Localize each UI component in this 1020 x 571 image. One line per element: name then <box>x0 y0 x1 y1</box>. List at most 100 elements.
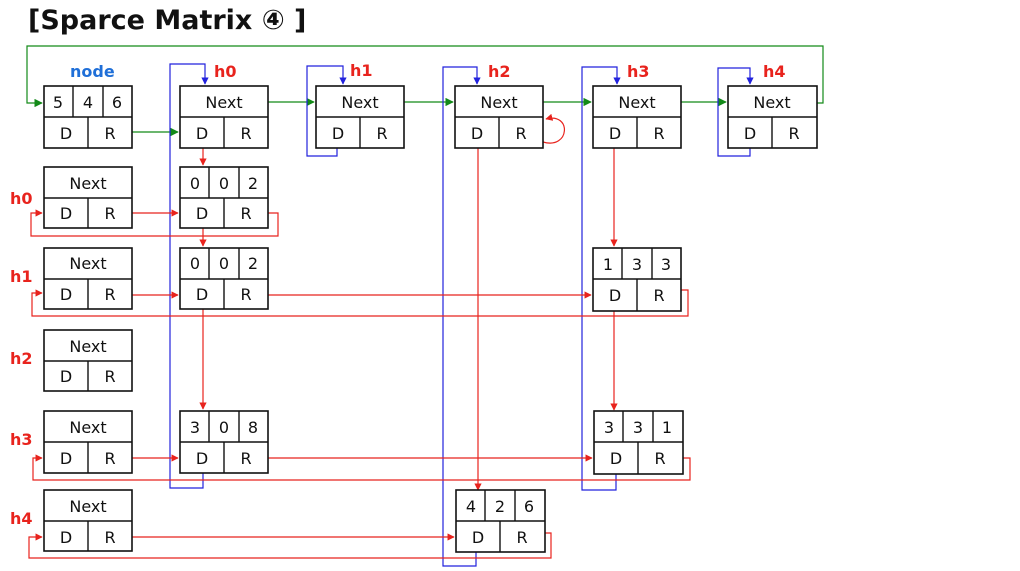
entry-value: 8 <box>248 418 258 437</box>
entry-value: 2 <box>248 174 258 193</box>
entry-row: 3 <box>604 418 614 437</box>
next-field-label: Next <box>480 93 517 112</box>
header-node-h2: Next D R <box>454 85 544 149</box>
col-label-h3: h3 <box>627 62 650 81</box>
next-field-label: Next <box>205 93 242 112</box>
next-field-label: Next <box>69 418 106 437</box>
head-loop-arrow <box>26 45 824 108</box>
right-field-label: R <box>376 124 387 143</box>
col-label-h2: h2 <box>488 62 511 81</box>
header-node-h4: Next D R <box>727 85 818 149</box>
entry-col: 3 <box>633 418 643 437</box>
header-node-h1: Next D R <box>315 85 405 149</box>
col-label-h0: h0 <box>214 62 237 81</box>
h1-column-loop <box>306 65 347 157</box>
down-field-label: D <box>472 528 484 547</box>
right-field-label: R <box>788 124 799 143</box>
row-h3-loop <box>32 454 691 481</box>
column-header-nodes: Next D R Next D R Next D R Next D R <box>179 85 818 149</box>
header-node-h3: Next D R <box>592 85 682 149</box>
entry-node-e1: 0 0 2 D R <box>179 247 269 310</box>
right-field-label: R <box>104 367 115 386</box>
row-h1-loop <box>31 289 689 317</box>
down-field-label: D <box>332 124 344 143</box>
entry-col: 0 <box>219 254 229 273</box>
entry-nodes: 0 0 2 D R 0 0 2 D R 1 3 3 D R 3 <box>179 166 684 553</box>
entry-col: 3 <box>632 255 642 274</box>
next-field-label: Next <box>753 93 790 112</box>
right-field-label: R <box>240 449 251 468</box>
row-h4-loop <box>28 532 552 559</box>
row-label-h0: h0 <box>10 189 33 208</box>
row-node-h2: Next D R <box>43 329 133 392</box>
down-field-label: D <box>60 367 72 386</box>
right-field-label: R <box>516 528 527 547</box>
col-label-h4: h4 <box>763 62 786 81</box>
header-node-h0: Next D R <box>179 85 269 149</box>
next-field-label: Next <box>69 174 106 193</box>
down-field-label: D <box>471 124 483 143</box>
right-field-label: R <box>653 286 664 305</box>
next-field-label: Next <box>341 93 378 112</box>
labels: node h0 h1 h2 h3 h4 h0 h1 h2 h3 h4 <box>10 61 786 528</box>
entry-col: 2 <box>495 497 505 516</box>
entry-links <box>28 113 691 559</box>
entry-node-e5: 4 2 6 D R <box>455 489 546 553</box>
next-field-label: Next <box>69 497 106 516</box>
header-list-links <box>26 45 824 137</box>
entry-node-e0: 0 0 2 D R <box>179 166 269 229</box>
down-field-label: D <box>196 449 208 468</box>
h3-column-loop <box>581 66 621 491</box>
down-field-label: D <box>196 204 208 223</box>
h0-column-loop <box>169 63 209 489</box>
matrix-rows: 5 <box>53 93 63 112</box>
down-field-label: D <box>60 528 72 547</box>
entry-row: 1 <box>603 255 613 274</box>
row-label-h4: h4 <box>10 509 33 528</box>
row-h0-loop <box>30 209 279 237</box>
right-field-label: R <box>104 528 115 547</box>
right-field-label: R <box>104 124 115 143</box>
next-field-label: Next <box>69 254 106 273</box>
right-field-label: R <box>104 449 115 468</box>
entry-value: 3 <box>661 255 671 274</box>
row-node-h1: Next D R <box>43 247 133 310</box>
right-field-label: R <box>240 124 251 143</box>
entry-row: 4 <box>466 497 476 516</box>
entry-value: 2 <box>248 254 258 273</box>
column-loop-links <box>169 63 754 567</box>
diagram-title: [Sparce Matrix ④ ] <box>28 5 306 36</box>
entry-node-e3: 3 0 8 D R <box>179 410 269 474</box>
next-field-label: Next <box>69 337 106 356</box>
row-label-h2: h2 <box>10 349 33 368</box>
down-field-label: D <box>60 285 72 304</box>
entry-col: 0 <box>219 174 229 193</box>
down-field-label: D <box>610 449 622 468</box>
col-label-h1: h1 <box>350 61 373 80</box>
h2-right-self-loop <box>542 113 565 144</box>
row-header-nodes: Next D R Next D R Next D R Next D R <box>43 166 133 552</box>
down-field-label: D <box>60 204 72 223</box>
row-node-h3: Next D R <box>43 410 133 474</box>
down-field-label: D <box>744 124 756 143</box>
right-field-label: R <box>104 204 115 223</box>
matrix-nonzero-count: 6 <box>112 93 122 112</box>
row-node-h0: Next D R <box>43 166 133 229</box>
right-field-label: R <box>653 124 664 143</box>
entry-row: 0 <box>190 174 200 193</box>
right-field-label: R <box>240 204 251 223</box>
matrix-header-node: 5 4 6 D R <box>43 85 133 149</box>
row-label-h1: h1 <box>10 267 33 286</box>
entry-value: 1 <box>662 418 672 437</box>
down-field-label: D <box>196 285 208 304</box>
entry-col: 0 <box>219 418 229 437</box>
right-field-label: R <box>654 449 665 468</box>
node-label: node <box>70 62 115 81</box>
next-field-label: Next <box>618 93 655 112</box>
row-label-h3: h3 <box>10 430 33 449</box>
right-field-label: R <box>515 124 526 143</box>
down-field-label: D <box>60 449 72 468</box>
down-field-label: D <box>60 124 72 143</box>
entry-row: 3 <box>190 418 200 437</box>
